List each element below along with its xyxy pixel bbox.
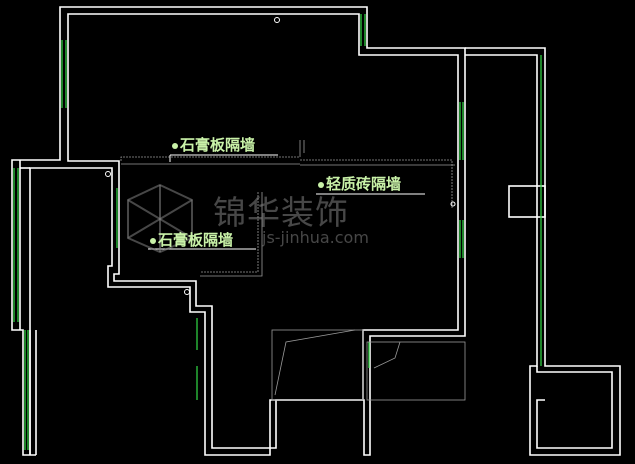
bullet-dot-icon (172, 142, 178, 149)
markers (105, 17, 456, 295)
label-gypsum-mid-text: 石膏板隔墙 (158, 231, 234, 249)
label-gypsum-top-text: 石膏板隔墙 (180, 136, 256, 154)
outer-walls (11, 6, 466, 456)
watermark-url: js-jinhua.com (262, 228, 369, 247)
label-gypsum-top: 石膏板隔墙 (172, 136, 255, 154)
bullet-dot-icon (318, 181, 324, 188)
partition-walls (120, 140, 455, 277)
outer-wall-outer-line (11, 6, 466, 456)
windows (13, 14, 542, 450)
lower-area (271, 329, 466, 401)
label-light-brick: 轻质砖隔墙 (318, 175, 401, 193)
outer-wall-inner-line (67, 13, 459, 449)
balcony-column (508, 185, 546, 218)
bullet-dot-icon (150, 237, 156, 244)
watermark-logo (127, 183, 193, 254)
label-gypsum-mid: 石膏板隔墙 (150, 231, 233, 249)
label-light-brick-text: 轻质砖隔墙 (326, 175, 402, 193)
watermark-brand: 锦华装饰 (213, 193, 349, 232)
balcony (465, 47, 621, 456)
